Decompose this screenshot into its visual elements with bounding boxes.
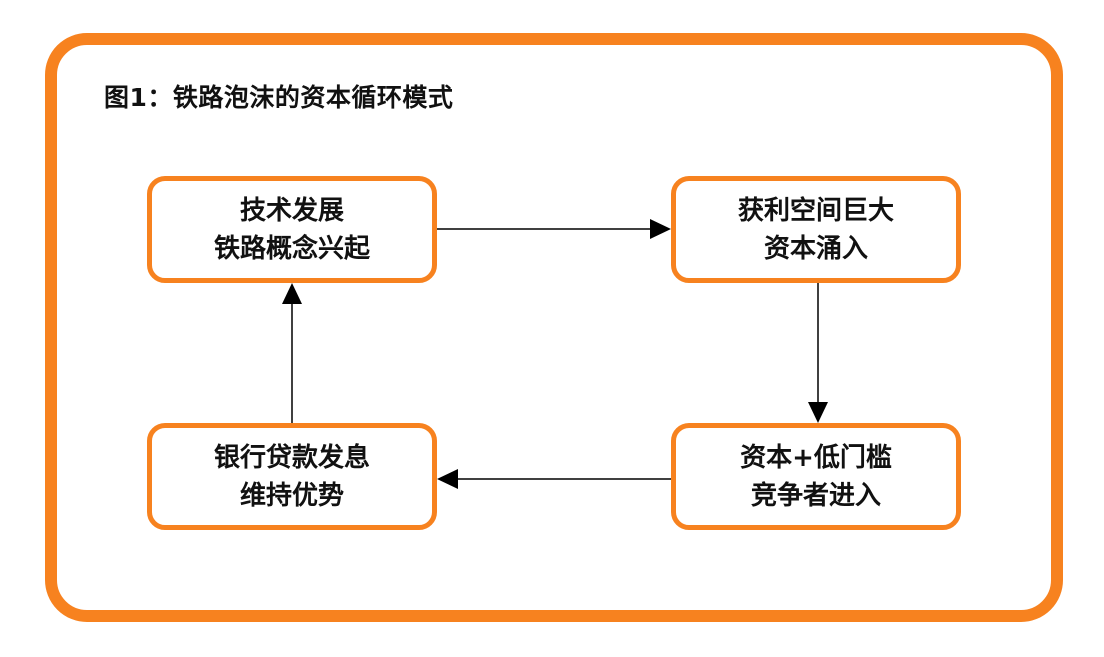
node-line: 铁路概念兴起	[213, 233, 370, 264]
node-competitors-enter: 资本+低门槛 竞争者进入	[671, 423, 961, 530]
node-line: 技术发展	[239, 195, 344, 226]
edge-tr-to-br	[808, 283, 828, 423]
arrow-head-up-icon	[282, 283, 302, 304]
edge-tl-to-tr	[437, 219, 671, 239]
diagram-title: 图1：铁路泡沫的资本循环模式	[104, 83, 454, 112]
node-line: 获利空间巨大	[737, 195, 894, 226]
node-line: 竞争者进入	[750, 480, 881, 511]
node-line: 维持优势	[239, 480, 344, 511]
arrow-head-right-icon	[650, 219, 671, 239]
node-capital-inflow: 获利空间巨大 资本涌入	[671, 176, 961, 283]
node-tech-development: 技术发展 铁路概念兴起	[147, 176, 437, 283]
arrow-head-left-icon	[437, 469, 458, 489]
arrow-head-down-icon	[808, 402, 828, 423]
edge-bl-to-tl	[282, 283, 302, 423]
edge-br-to-bl	[437, 469, 671, 489]
node-bank-loans: 银行贷款发息 维持优势	[147, 423, 437, 530]
node-line: 资本+低门槛	[740, 442, 892, 473]
node-line: 资本涌入	[763, 233, 868, 264]
node-line: 银行贷款发息	[213, 442, 370, 473]
